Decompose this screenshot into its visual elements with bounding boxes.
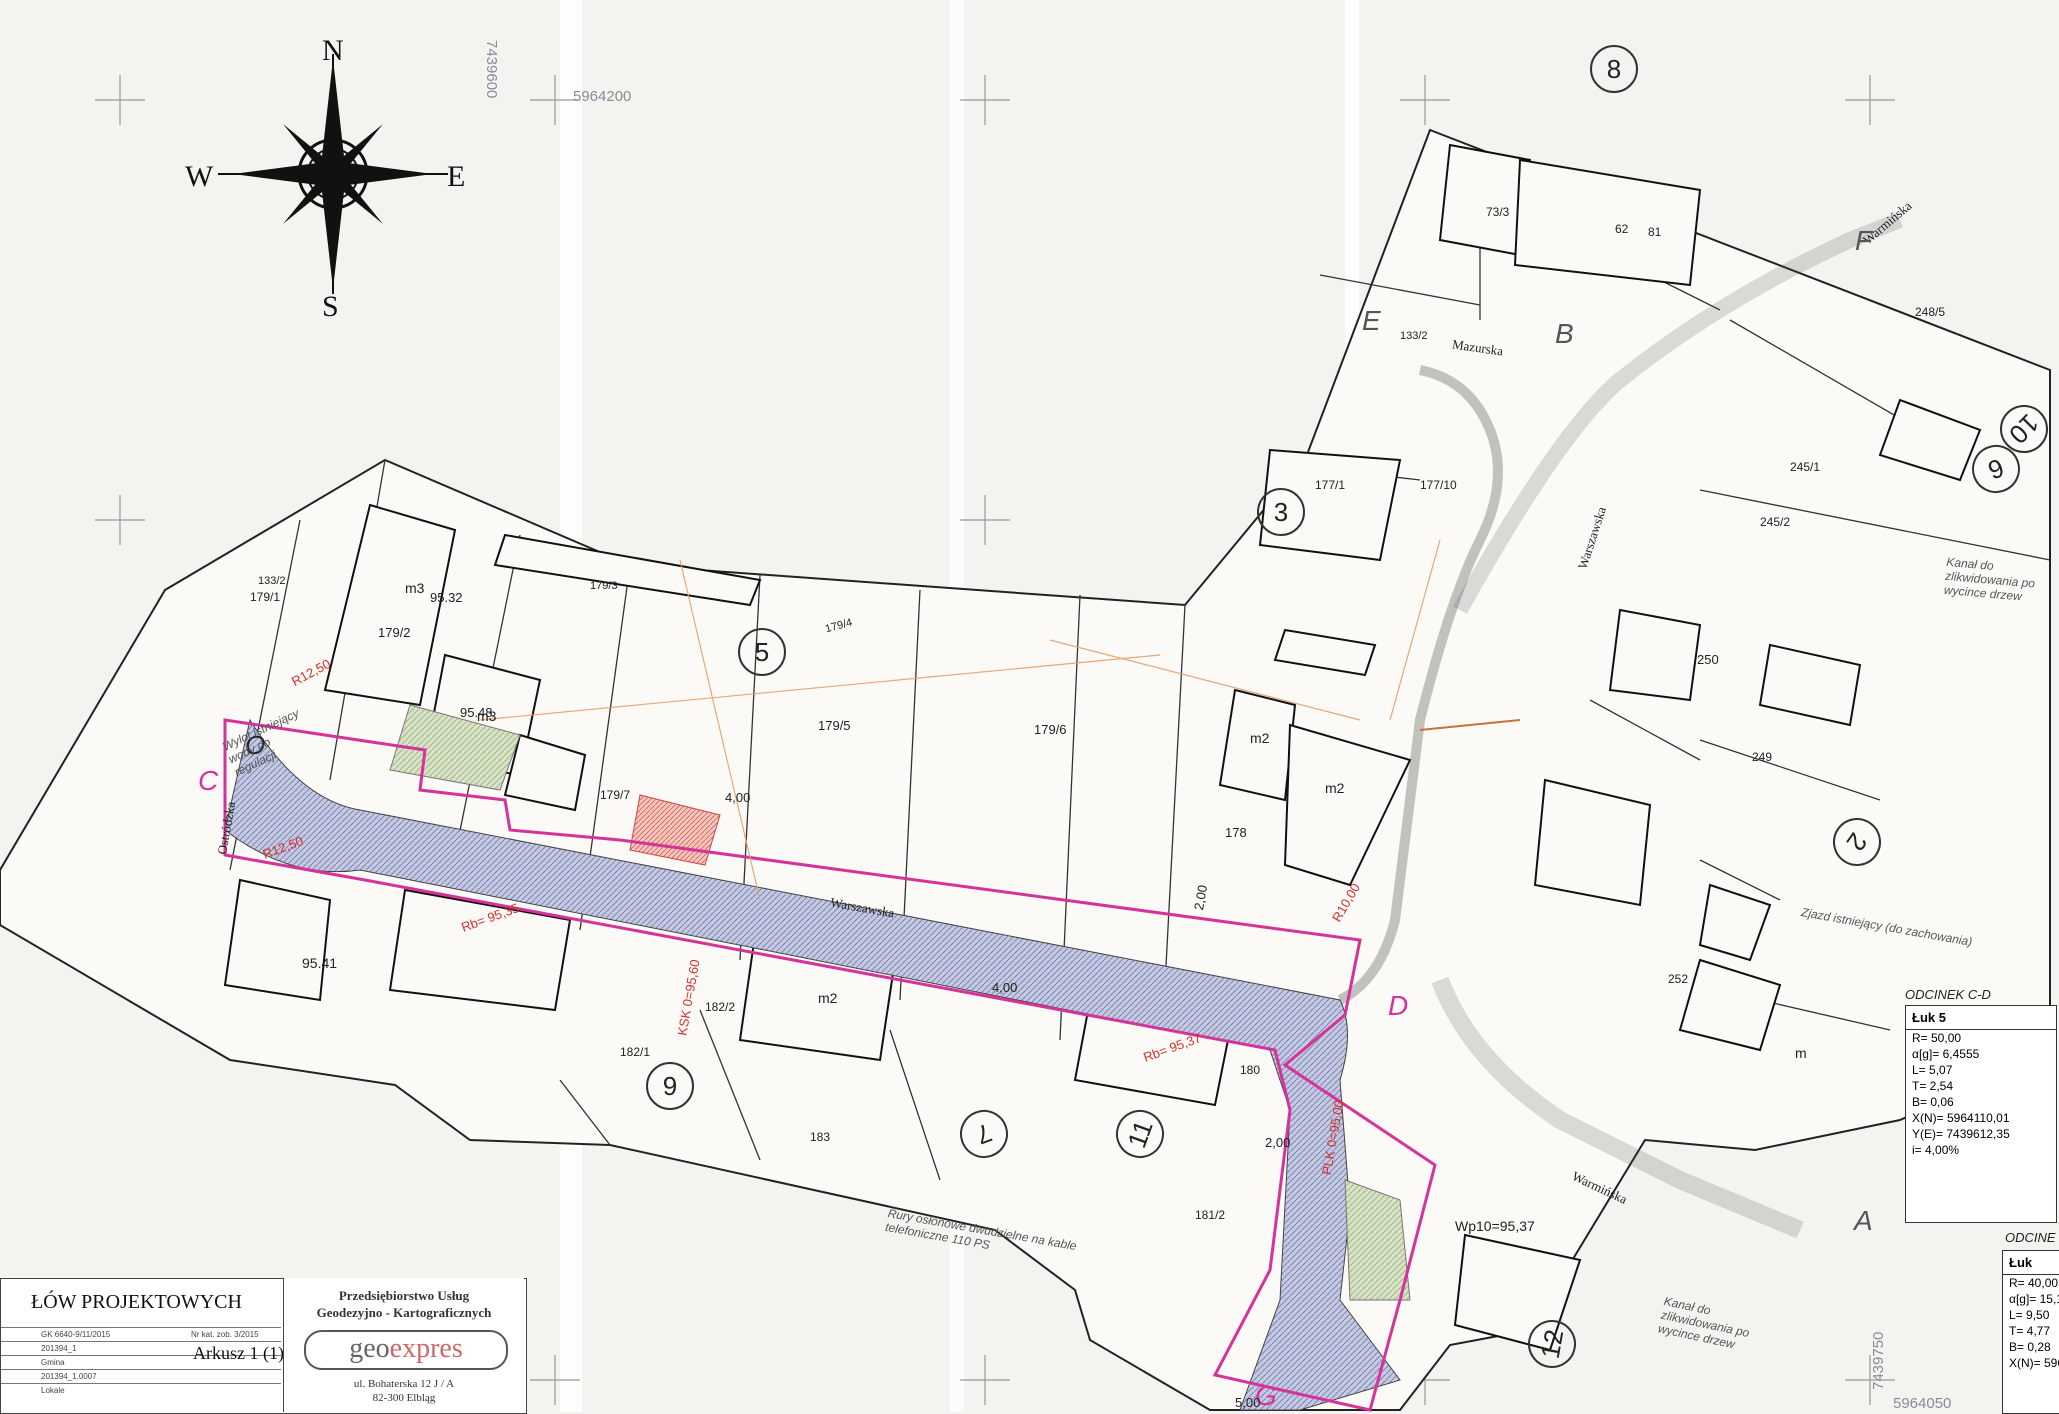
- marker-f: F: [1855, 225, 1873, 256]
- curve-param: T= 4,77: [2009, 1324, 2051, 1338]
- parcel-label: 73/3: [1486, 205, 1510, 219]
- coord-bottom-x: 7439750: [1870, 1331, 1887, 1390]
- parcel-label: 133/2: [258, 575, 286, 587]
- green-hatch-area-2: [1344, 1179, 1411, 1301]
- compass-e-label: E: [447, 160, 466, 193]
- curve-param: R= 50,00: [1912, 1031, 1962, 1045]
- curve-param: Y(E)= 7439612,35: [1912, 1127, 2010, 1141]
- compass-s-label: S: [322, 290, 339, 323]
- parcel-label: 245/2: [1760, 515, 1791, 529]
- coord-top-x: 7439600: [483, 40, 500, 99]
- curve-param: R= 40,00: [2009, 1276, 2059, 1290]
- sheet-number: 3: [1257, 488, 1305, 536]
- marker-g: G: [1255, 1380, 1277, 1411]
- building-label: m2: [1325, 780, 1345, 796]
- building-label: 95.32: [430, 590, 463, 605]
- curve-param: i= 4,00%: [1912, 1143, 1960, 1157]
- title-block-heading: ŁÓW PROJEKTOWYCH: [31, 1291, 242, 1313]
- buildings: [223, 143, 1982, 1352]
- curve-table-header: Łuk 5: [1906, 1006, 2056, 1030]
- sheet-number: 5: [738, 628, 786, 676]
- parcel-label: 252: [1668, 972, 1689, 986]
- curve-table-2: Łuk R= 40,00 α[g]= 15,1 L= 9,50 T= 4,77 …: [2002, 1250, 2059, 1414]
- parcel-label: 179/1: [250, 590, 281, 604]
- compass-w-label: W: [185, 160, 214, 193]
- compass-n-label: N: [322, 34, 344, 67]
- project-boundary: [223, 718, 1437, 1412]
- parcel-label: 180: [1240, 1063, 1261, 1077]
- table-2-title: ODCINE: [2005, 1230, 2056, 1245]
- parcel-label: 178: [1225, 825, 1247, 840]
- parcel-label: 179/7: [600, 788, 631, 802]
- marker-d: D: [1388, 990, 1409, 1021]
- curve-table-header: Łuk: [2003, 1251, 2059, 1275]
- marker-o: O: [245, 730, 266, 760]
- compass-rose: [218, 54, 448, 294]
- red-hatch-area: [629, 794, 721, 866]
- marker-e: E: [1362, 305, 1381, 336]
- parcel-label: 182/2: [705, 1000, 736, 1014]
- curve-table-cd: Łuk 5 R= 50,00 α[g]= 6,4555 L= 5,07 T= 2…: [1905, 1005, 2057, 1223]
- curve-param: T= 2,54: [1912, 1079, 1954, 1093]
- parcel-label: 177/1: [1315, 478, 1346, 492]
- building-label: 95.41: [302, 955, 338, 971]
- company-line-1: Przedsiębiorstwo Usług: [338, 1288, 470, 1303]
- curve-param: L= 9,50: [2009, 1308, 2050, 1322]
- parcel-label: 62: [1615, 222, 1629, 236]
- parcel-label: 179/6: [1034, 722, 1067, 737]
- parcel-label: 249: [1752, 750, 1773, 764]
- marker-b: B: [1555, 318, 1574, 349]
- parcel-label: 179/3: [590, 580, 618, 592]
- parcel-label: 179/2: [378, 625, 411, 640]
- red-label: 4,00: [992, 980, 1018, 995]
- parcel-label: 81: [1648, 225, 1662, 239]
- parcel-label: 245/1: [1790, 460, 1821, 474]
- sheet-label: Arkusz 1 (1): [193, 1343, 284, 1363]
- company-line-2: Geodezyjno - Kartograficznych: [316, 1305, 492, 1320]
- table-cd-title: ODCINEK C-D: [1905, 987, 1991, 1002]
- parcel-label: 181/2: [1195, 1208, 1226, 1222]
- curve-param: X(N)= 5964110,01: [1912, 1111, 2010, 1125]
- company-block: Przedsiębiorstwo Usług Geodezyjno - Kart…: [283, 1278, 524, 1412]
- parcel-label: 179/5: [818, 718, 851, 733]
- title-block-row: Lokale: [1, 1383, 281, 1398]
- parcel-label: 183: [810, 1130, 831, 1144]
- sheet-number: 8: [1590, 45, 1638, 93]
- parcel-label: 248/5: [1915, 305, 1946, 319]
- title-block-row: Gmina: [1, 1355, 281, 1370]
- red-label: 4,00: [725, 790, 751, 805]
- building-label: 95.48: [460, 705, 493, 720]
- company-address-1: ul. Bohaterska 12 J / A: [353, 1378, 455, 1390]
- coord-bottom-y: 5964050: [1893, 1395, 1952, 1412]
- parcel-label: 177/10: [1420, 478, 1457, 492]
- title-block-row: 201394_1: [1, 1341, 281, 1356]
- red-label: 5,00: [1235, 1395, 1261, 1410]
- curve-param: B= 0,28: [2009, 1340, 2051, 1354]
- title-block-row: 201394_1.0007: [1, 1369, 281, 1384]
- curve-param: α[g]= 15,1: [2009, 1292, 2059, 1306]
- survey-boundary: [0, 128, 2051, 1411]
- building-label: m2: [818, 990, 838, 1006]
- building-label: m2: [1250, 730, 1270, 746]
- parcel-label: 250: [1697, 652, 1719, 667]
- curve-param: X(N)= 596: [2009, 1356, 2059, 1370]
- parcel-label: 133/2: [1400, 330, 1428, 342]
- curve-param: B= 0,06: [1912, 1095, 1954, 1109]
- red-label: 2,00: [1265, 1135, 1291, 1150]
- parcel-label: 182/1: [620, 1045, 651, 1059]
- curve-param: α[g]= 6,4555: [1912, 1047, 1980, 1061]
- coord-top-y: 5964200: [573, 88, 632, 105]
- building-label: m3: [405, 580, 425, 596]
- red-label: Wp10=95,37: [1455, 1218, 1535, 1234]
- sheet-number: 9: [646, 1062, 694, 1110]
- marker-c: C: [198, 765, 219, 796]
- building-label: m3: [477, 708, 497, 724]
- curve-param: L= 5,07: [1912, 1063, 1953, 1077]
- company-address-2: 82-300 Elbląg: [372, 1392, 436, 1404]
- building-label: m: [1795, 1045, 1807, 1061]
- company-logo: geoexpres: [304, 1330, 508, 1370]
- marker-a: A: [1854, 1205, 1873, 1236]
